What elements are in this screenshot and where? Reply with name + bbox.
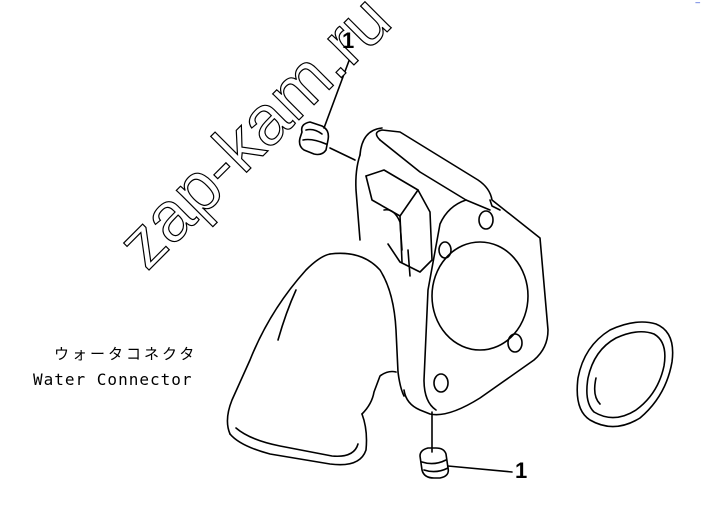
plug-bottom (419, 447, 450, 479)
part-label-english: Water Connector (33, 370, 193, 389)
connector-body (226, 127, 549, 466)
callout-number-bottom: 1 (515, 458, 528, 483)
part-label-japanese: ウォータコネクタ (54, 345, 198, 363)
leader-lines (323, 57, 513, 473)
plug-top (298, 121, 330, 156)
o-ring (576, 321, 674, 428)
corner-mark: ‾ (695, 2, 701, 12)
callout-number-top: 1 (342, 28, 355, 53)
